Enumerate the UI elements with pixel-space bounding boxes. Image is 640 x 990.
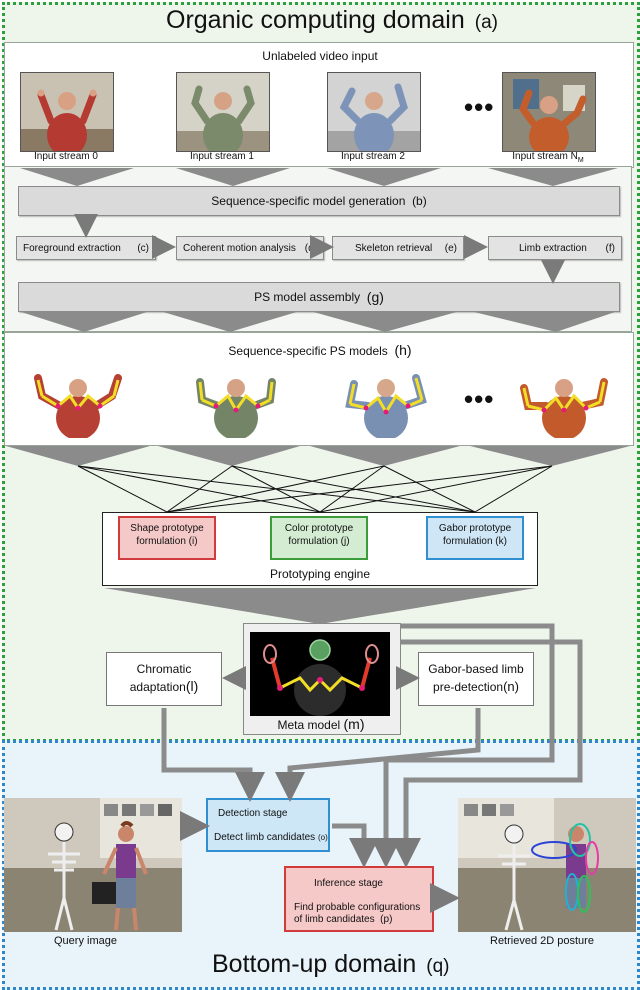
foreground-extraction-label: Foreground extraction (23, 242, 121, 254)
chromatic-line2-wrap: adaptation(l) (107, 678, 221, 696)
skeleton-retrieval-label: Skeleton retrieval (355, 242, 433, 254)
person-red-shirt-icon (21, 73, 113, 151)
chromatic-line1: Chromatic (136, 662, 192, 676)
meta-model-tag: (m) (343, 716, 365, 732)
gabor-prototype-tag: (k) (495, 536, 507, 547)
organic-domain-title-text: Organic computing domain (166, 6, 465, 34)
inference-stage-line2-wrap: of limb candidates (p) (294, 914, 392, 925)
color-prototype-line2-wrap: formulation (j) (272, 535, 366, 548)
coherent-motion-label: Coherent motion analysis (183, 242, 296, 254)
foreground-extraction-tag: (c) (137, 242, 149, 254)
shape-prototype-line1: Shape prototype (130, 523, 204, 534)
bottom-domain-title-text: Bottom-up domain (212, 950, 417, 978)
stream-n-caption: Input stream NM (488, 151, 608, 164)
person-checked-shirt-icon (177, 73, 269, 151)
input-stream-2-thumbnail (327, 72, 421, 152)
video-input-label: Unlabeled video input (262, 49, 378, 63)
detection-stage-title: Detection stage (218, 808, 288, 819)
limb-extraction-label: Limb extraction (519, 242, 587, 254)
detection-stage-tag: (o) (317, 833, 328, 842)
input-stream-1-thumbnail (176, 72, 270, 152)
inference-stage-title: Inference stage (314, 878, 383, 889)
meta-model-label: Meta model (m) (243, 716, 399, 732)
gabor-limb-predetection-box: Gabor-based limb pre-detection(n) (418, 652, 534, 706)
funnel-arrows-assembly (18, 311, 618, 332)
retrieved-posture-image (458, 798, 636, 932)
stream-1-caption: Input stream 1 (190, 151, 254, 162)
inference-stage-line2: of limb candidates (294, 914, 375, 925)
ps-models-band (4, 332, 634, 446)
ps-models-label-text: Sequence-specific PS models (228, 344, 388, 358)
color-prototype-line2: formulation (288, 536, 338, 547)
bottom-domain-title: Bottom-up domain (q) (212, 950, 450, 979)
model-generation-box: Sequence-specific model generation (b) (18, 186, 620, 216)
funnel-arrows-top (20, 168, 618, 186)
lattice-connections (77, 465, 553, 513)
meta-model-image (250, 632, 390, 716)
stream-2-caption: Input stream 2 (341, 151, 405, 162)
ps-models-tag: (h) (394, 342, 412, 358)
ps-model-assembly-label: PS model assembly (254, 290, 361, 304)
chromatic-adaptation-box: Chromatic adaptation(l) (106, 652, 222, 706)
input-stream-n-thumbnail (502, 72, 596, 152)
prototyping-engine-label: Prototyping engine (269, 567, 371, 581)
skeleton-retrieval-tag: (e) (444, 242, 457, 254)
color-prototype-box: Color prototype formulation (j) (270, 516, 368, 560)
shape-prototype-line2-wrap: formulation (i) (120, 535, 214, 548)
organic-domain-title: Organic computing domain (a) (166, 6, 498, 35)
ps-models-label: Sequence-specific PS models (h) (0, 342, 640, 358)
gabor-limb-tag: (n) (503, 679, 519, 694)
gabor-prototype-line2: formulation (443, 536, 493, 547)
ps-model-0-figure (34, 374, 122, 438)
bottom-domain-tag: (q) (426, 956, 450, 977)
gabor-prototype-line2-wrap: formulation (k) (428, 535, 522, 548)
ps-model-n-figure (520, 378, 608, 438)
organic-domain-tag: (a) (474, 12, 499, 33)
color-prototype-line1: Color prototype (284, 523, 354, 534)
color-prototype-tag: (j) (340, 536, 350, 547)
funnel-arrows-models (6, 446, 630, 466)
stream-n-caption-text: Input stream N (512, 151, 578, 162)
ps-model-2-figure (345, 374, 427, 438)
stream-0-caption: Input stream 0 (34, 151, 98, 162)
detection-stage-box: Detection stage Detect limb candidates (… (206, 798, 330, 852)
gabor-limb-line2-wrap: pre-detection(n) (419, 678, 533, 696)
skeleton-retrieval-box: Skeleton retrieval (e) (332, 236, 464, 260)
inference-stage-line1: Find probable configurations (294, 902, 421, 913)
shape-prototype-line2: formulation (136, 536, 186, 547)
chromatic-line2: adaptation (129, 680, 186, 694)
stage-flow-arrows (161, 623, 583, 913)
gabor-limb-line2: pre-detection (433, 680, 504, 694)
query-image-label: Query image (54, 935, 117, 947)
ps-model-assembly-box: PS model assembly (g) (18, 282, 620, 312)
query-image (4, 798, 182, 932)
retrieved-posture-label: Retrieved 2D posture (490, 935, 594, 947)
input-stream-0-thumbnail (20, 72, 114, 152)
pipeline-arrows (74, 214, 565, 690)
chromatic-tag: (l) (185, 678, 199, 694)
detection-stage-text: Detect limb candidates (214, 832, 316, 843)
gabor-prototype-line1: Gabor prototype (438, 523, 512, 534)
person-orange-shirt-icon (503, 73, 595, 151)
ps-model-1-figure (196, 378, 276, 438)
model-generation-label: Sequence-specific model generation (211, 194, 406, 208)
model-generation-tag: (b) (412, 194, 427, 208)
inference-stage-tag: (p) (380, 914, 393, 925)
stream-ellipsis: ••• (464, 92, 495, 122)
shape-prototype-tag: (i) (188, 536, 198, 547)
person-blue-shirt-icon (328, 73, 420, 151)
stream-n-subscript: M (577, 157, 584, 164)
limb-extraction-box: Limb extraction (f) (488, 236, 622, 260)
ps-model-assembly-tag: (g) (366, 289, 384, 305)
detection-stage-text-wrap: Detect limb candidates (o) (214, 832, 328, 843)
meta-model-label-text: Meta model (277, 718, 341, 732)
engine-to-meta-funnel (104, 588, 536, 624)
ps-models-ellipsis: ••• (464, 384, 495, 414)
shape-prototype-box: Shape prototype formulation (i) (118, 516, 216, 560)
gabor-limb-line1: Gabor-based limb (428, 662, 524, 676)
limb-extraction-tag: (f) (605, 242, 615, 254)
gabor-prototype-box: Gabor prototype formulation (k) (426, 516, 524, 560)
